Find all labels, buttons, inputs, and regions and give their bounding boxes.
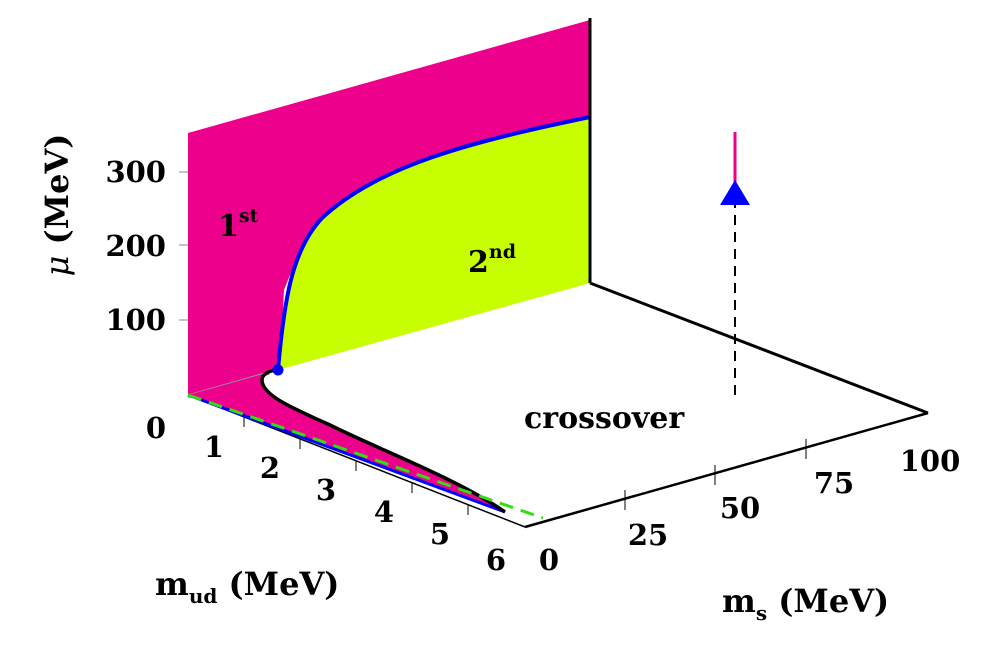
ms-axis-title: ms (MeV) bbox=[722, 582, 889, 625]
first-order-wall bbox=[188, 20, 590, 395]
mu-tick-300: 300 bbox=[105, 155, 166, 189]
mu-tick-200: 200 bbox=[105, 229, 166, 263]
ms-axis-line bbox=[524, 411, 929, 529]
mud-tick-4: 4 bbox=[374, 495, 394, 529]
ms-tick-0: 0 bbox=[539, 543, 559, 577]
mud-tick-1: 1 bbox=[204, 430, 224, 464]
mud-tick-6: 6 bbox=[486, 543, 506, 577]
crossover-label: crossover bbox=[524, 401, 685, 436]
mu-axis-title: μ (MeV) bbox=[38, 134, 76, 277]
second-order-label: 2nd bbox=[468, 241, 516, 280]
mud-tick-2: 2 bbox=[260, 451, 280, 485]
ms-tick-75: 75 bbox=[814, 466, 854, 500]
second-order-wall bbox=[278, 117, 590, 370]
mud-tick-5: 5 bbox=[430, 517, 450, 551]
first-order-floor bbox=[188, 370, 500, 510]
green-dashed-line bbox=[187, 393, 544, 520]
mud-tick-3: 3 bbox=[316, 473, 336, 507]
ms-tick-100: 100 bbox=[900, 444, 961, 478]
ms-tick-25: 25 bbox=[628, 518, 668, 552]
origin-zero-label: 0 bbox=[146, 411, 166, 445]
tricritical-point bbox=[272, 364, 284, 376]
ms-tick-50: 50 bbox=[720, 491, 760, 525]
arrow-head-icon bbox=[720, 180, 750, 205]
mud-axis-title: mud (MeV) bbox=[155, 565, 339, 608]
first-order-label: 1st bbox=[218, 205, 259, 244]
floor-back-edge bbox=[589, 281, 929, 415]
critical-line bbox=[276, 115, 591, 371]
mu-tick-100: 100 bbox=[105, 303, 166, 337]
floor-boundary-curve bbox=[260, 368, 507, 514]
